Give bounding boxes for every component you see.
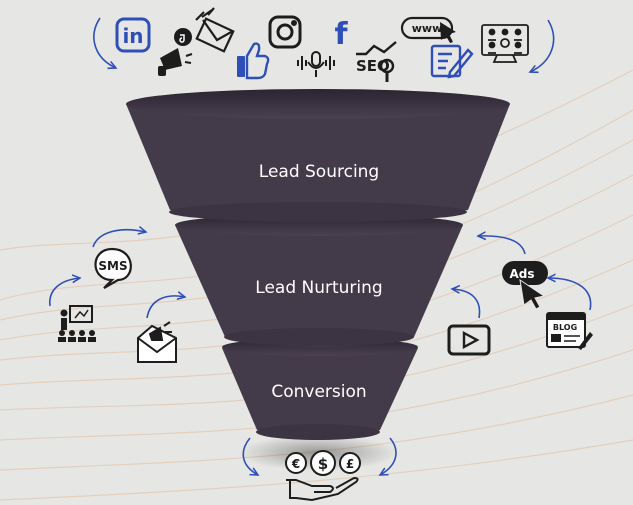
svg-text:SMS: SMS (98, 259, 127, 273)
arrow-bottom-right (380, 437, 397, 475)
www-cursor-icon: www (400, 16, 456, 43)
arrow-top-left (93, 17, 116, 68)
megaphone-tiktok-icon (158, 28, 193, 76)
funnel-stage-lead-sourcing: Lead Sourcing (126, 89, 510, 222)
arrow-sms (92, 230, 146, 248)
funnel-stage-lead-nurturing: Lead Nurturing (175, 214, 463, 347)
linkedin-icon: in (115, 17, 151, 53)
svg-text:Ads: Ads (509, 267, 534, 281)
money-hand-icon: € $ £ (285, 450, 361, 502)
arrow-bottom-left (242, 437, 258, 475)
arrow-ads (478, 236, 526, 255)
document-pencil-icon (430, 44, 474, 79)
facebook-icon: f (334, 17, 348, 52)
arrow-presentation (49, 278, 80, 307)
svg-text:f: f (334, 17, 348, 52)
thumbs-up-icon (237, 42, 270, 80)
arrow-blog (548, 278, 592, 311)
svg-text:www: www (412, 22, 443, 35)
svg-text:£: £ (346, 457, 354, 471)
mail-icon (195, 7, 235, 53)
instagram-icon (268, 15, 302, 49)
arrow-top-right (530, 19, 555, 72)
svg-text:BLOG: BLOG (553, 323, 577, 332)
svg-text:in: in (122, 24, 143, 48)
blog-icon: BLOG (546, 312, 593, 350)
stage-label-lead-nurturing: Lead Nurturing (255, 278, 382, 298)
ads-icon: Ads (502, 261, 548, 310)
seo-icon: SEO (356, 41, 397, 82)
video-play-icon (447, 324, 491, 356)
svg-text:€: € (291, 457, 300, 471)
arrow-youtube (452, 289, 481, 319)
svg-text:SEO: SEO (356, 57, 390, 75)
flow-arrows (49, 17, 592, 475)
stage-label-lead-sourcing: Lead Sourcing (259, 162, 379, 182)
envelope-megaphone-icon (137, 321, 177, 363)
sms-icon: SMS (94, 247, 132, 289)
funnel-stage-conversion: Conversion (222, 338, 418, 440)
arrow-megaphone-mail (146, 296, 185, 319)
webinar-icon (481, 24, 529, 63)
stage-label-conversion: Conversion (271, 382, 366, 402)
presentation-icon (58, 305, 96, 342)
svg-text:$: $ (318, 455, 328, 473)
microphone-icon (297, 51, 335, 77)
